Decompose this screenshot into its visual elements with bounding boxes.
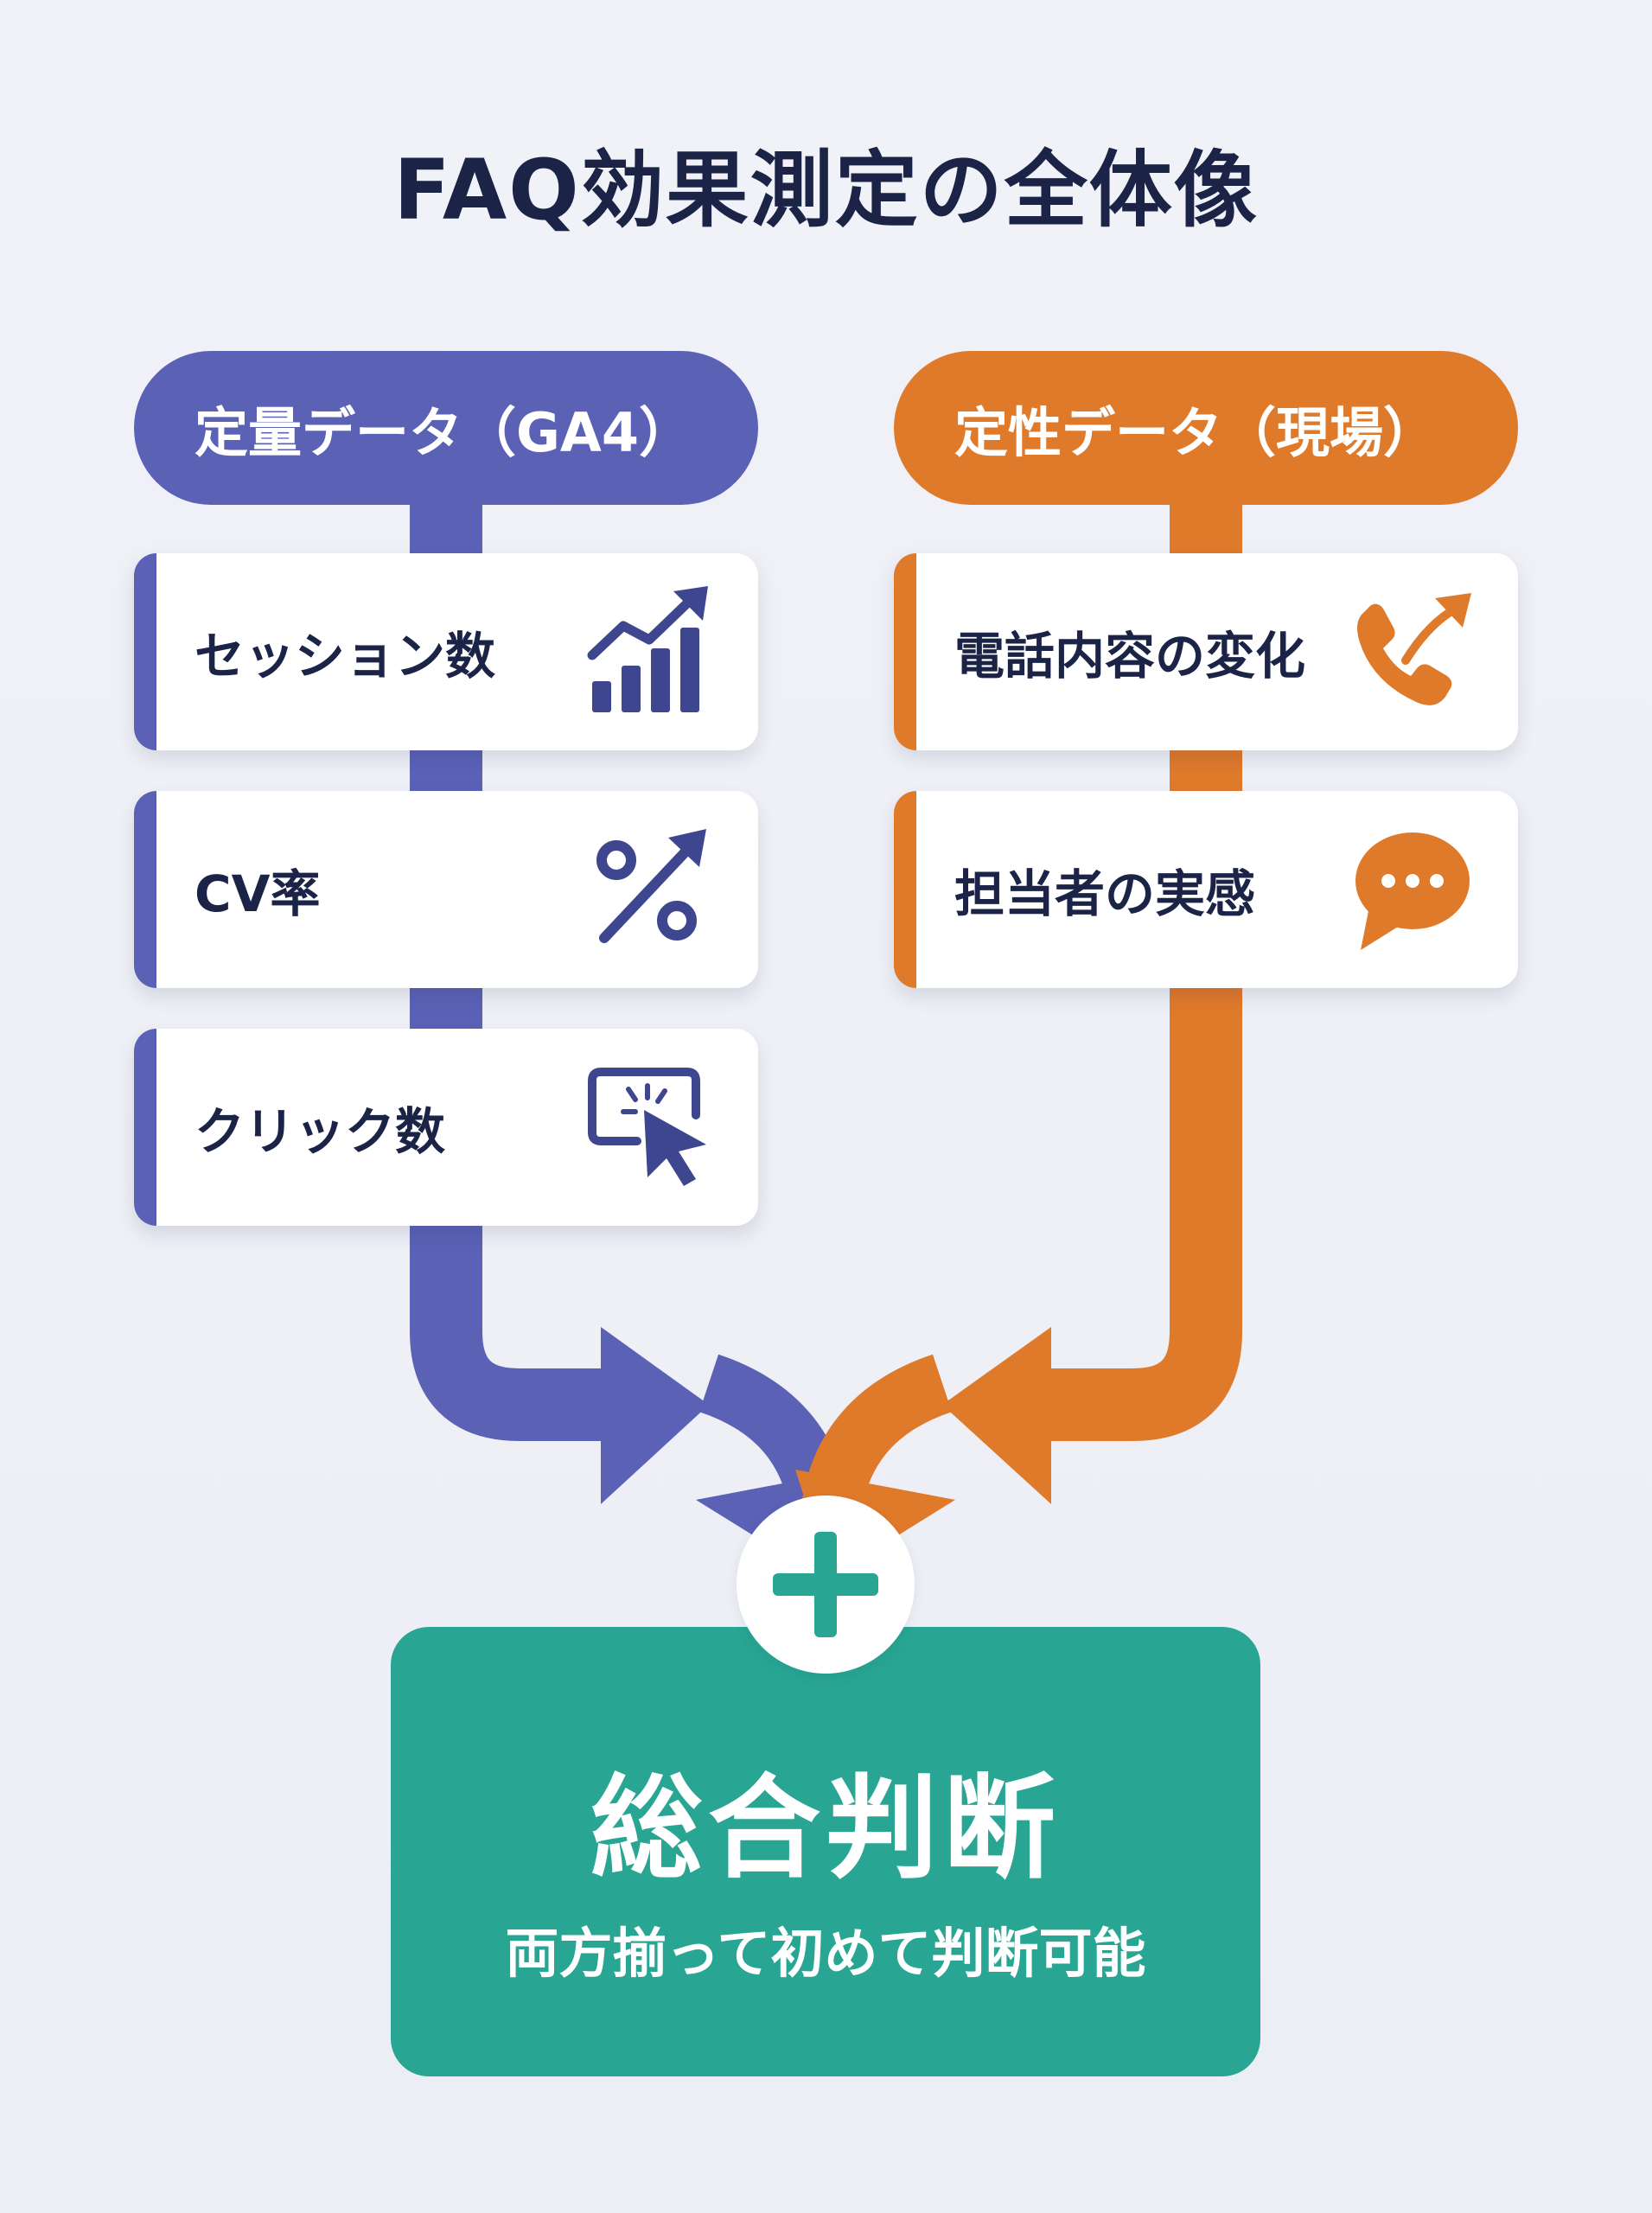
card-phone-change: 電話内容の変化 xyxy=(894,553,1518,750)
qualitative-header-label: 定性データ（現場） xyxy=(954,401,1438,464)
card-cv-rate-label: CV率 xyxy=(195,864,321,923)
card-cv-rate: CV率 xyxy=(134,791,758,988)
page-title: FAQ効果測定の全体像 xyxy=(393,142,1259,239)
cursor-click-icon xyxy=(588,1068,706,1186)
quantitative-header: 定量データ（GA4） xyxy=(134,351,758,505)
quantitative-flow-line xyxy=(410,484,605,1441)
combine-circle xyxy=(737,1496,915,1674)
card-staff-feeling: 担当者の実感 xyxy=(894,791,1518,988)
card-sessions: セッション数 xyxy=(134,553,758,750)
result-title: 総合判断 xyxy=(590,1763,1061,1894)
plus-icon xyxy=(773,1532,878,1637)
percent-up-icon xyxy=(596,829,706,943)
result-box xyxy=(391,1627,1260,2076)
speech-bubble-icon xyxy=(1355,832,1470,950)
card-clicks: クリック数 xyxy=(134,1029,758,1226)
card-clicks-label: クリック数 xyxy=(195,1102,446,1161)
card-sessions-label: セッション数 xyxy=(195,627,496,686)
qualitative-flow-arrowhead xyxy=(942,1327,1051,1504)
card-staff-feeling-label: 担当者の実感 xyxy=(954,864,1256,923)
qualitative-header: 定性データ（現場） xyxy=(894,351,1518,505)
card-phone-change-label: 電話内容の変化 xyxy=(954,627,1306,686)
quantitative-header-label: 定量データ（GA4） xyxy=(195,401,693,464)
result-subtitle: 両方揃って初めて判断可能 xyxy=(505,1922,1146,1985)
quantitative-flow-arrowhead xyxy=(601,1327,709,1504)
phone-arrow-icon xyxy=(1357,593,1471,705)
bar-chart-up-icon xyxy=(587,586,708,712)
qualitative-flow-line xyxy=(1046,484,1242,1441)
